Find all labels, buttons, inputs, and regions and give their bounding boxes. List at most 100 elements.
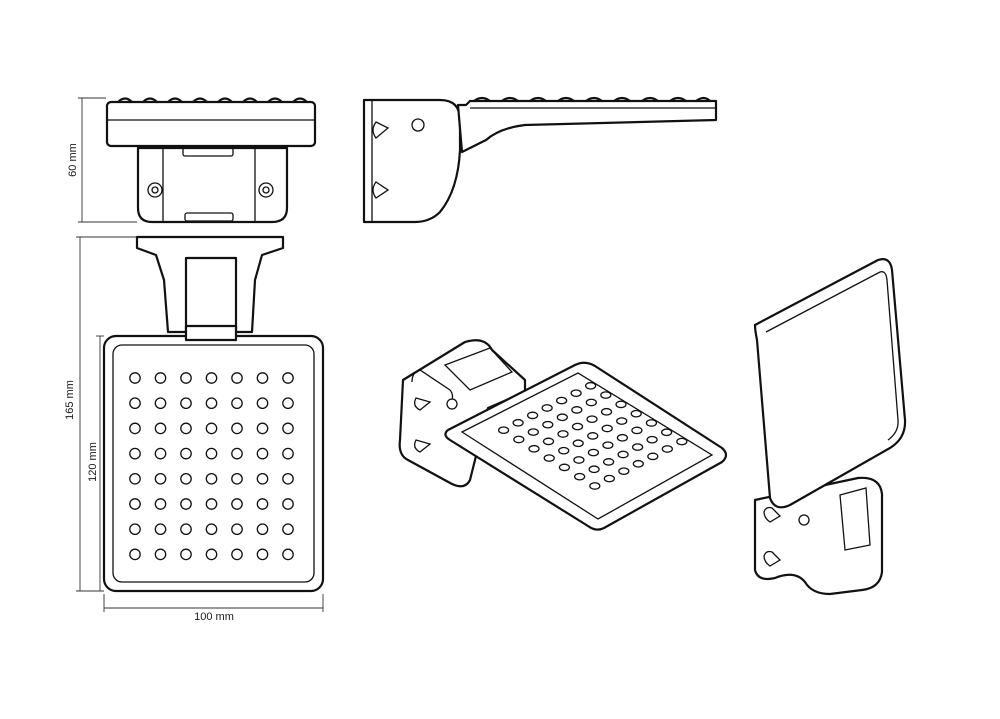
dim-label-165mm: 165 mm — [64, 380, 76, 420]
iso-drain-hole — [618, 467, 630, 476]
drain-hole — [282, 523, 294, 536]
iso-drain-hole — [557, 430, 569, 438]
drain-hole — [154, 422, 167, 435]
drain-hole — [154, 472, 167, 485]
drain-hole — [256, 372, 269, 384]
front-elevation-view — [105, 97, 317, 224]
iso-drain-hole — [541, 404, 553, 412]
iso-drain-hole — [513, 435, 525, 444]
iso-drain-hole — [585, 398, 597, 407]
tray-edge-bumps — [116, 97, 309, 104]
drain-hole — [154, 397, 167, 410]
iso-drain-hole — [616, 417, 628, 425]
drain-hole — [154, 372, 167, 384]
iso-drain-hole — [527, 428, 539, 436]
dim-label-120mm: 120 mm — [87, 442, 99, 482]
drain-hole — [154, 498, 167, 510]
iso-drain-hole — [555, 396, 568, 405]
drain-hole — [180, 422, 192, 435]
drain-hole — [205, 372, 218, 384]
drain-hole — [129, 422, 141, 435]
iso-drain-hole-grid — [497, 381, 688, 490]
drain-hole — [205, 548, 218, 561]
drain-hole — [256, 523, 269, 536]
iso-drain-hole — [632, 459, 644, 468]
drain-hole — [205, 498, 218, 510]
drain-hole — [129, 523, 141, 536]
iso-drain-hole — [528, 444, 540, 453]
drain-hole — [180, 372, 192, 384]
drain-hole — [129, 548, 141, 561]
drain-hole — [231, 397, 243, 410]
iso-drain-hole — [631, 426, 643, 435]
drain-hole — [231, 422, 243, 435]
drain-hole — [180, 397, 192, 410]
drain-hole — [282, 472, 294, 485]
drain-hole — [282, 498, 294, 510]
iso-drain-hole — [615, 400, 627, 409]
drain-hole — [282, 397, 294, 410]
iso-drain-hole — [602, 441, 614, 450]
iso-drain-hole — [600, 391, 612, 399]
drain-hole — [180, 548, 192, 561]
plan-view — [102, 235, 325, 593]
drain-hole — [129, 498, 141, 510]
iso-drain-hole — [573, 472, 586, 481]
drain-hole — [231, 472, 243, 485]
drain-hole — [256, 548, 269, 561]
iso-drain-hole — [587, 432, 599, 440]
drain-hole — [180, 472, 192, 485]
drain-hole — [256, 447, 269, 460]
iso-drain-hole — [660, 428, 673, 437]
iso-drain-hole — [573, 456, 585, 464]
iso-drain-hole — [497, 426, 510, 435]
iso-drain-hole — [526, 411, 539, 420]
drain-hole — [180, 523, 192, 536]
drain-hole — [282, 447, 294, 460]
drain-hole — [154, 548, 167, 561]
drain-hole — [129, 447, 141, 460]
drain-hole — [180, 447, 192, 460]
iso-drain-hole — [676, 437, 688, 446]
drain-hole — [282, 548, 294, 561]
iso-drain-hole — [602, 458, 615, 466]
iso-drain-hole — [570, 389, 582, 398]
drain-hole — [256, 397, 269, 410]
iso-drain-hole — [617, 450, 629, 459]
iso-drain-hole — [630, 409, 642, 418]
drain-hole — [205, 422, 218, 435]
iso-drain-hole — [542, 420, 554, 429]
iso-drain-hole — [512, 418, 524, 427]
iso-drain-hole — [558, 463, 571, 472]
iso-drain-hole — [558, 446, 570, 455]
iso-drain-hole — [646, 435, 658, 444]
iso-drain-hole — [647, 452, 659, 461]
drain-hole — [205, 523, 218, 536]
drain-hole — [129, 372, 141, 384]
drain-hole — [205, 397, 218, 410]
drain-hole — [154, 447, 167, 460]
iso-drain-hole — [543, 454, 555, 462]
drain-hole — [154, 523, 167, 536]
dim-label-100mm: 100 mm — [194, 611, 234, 623]
iso-view-open — [398, 339, 728, 531]
iso-drain-hole — [600, 407, 613, 416]
iso-drain-hole — [556, 413, 568, 422]
drain-hole — [231, 548, 243, 561]
iso-drain-hole — [616, 433, 629, 442]
dimension-lines — [76, 97, 324, 612]
iso-drain-hole — [584, 381, 597, 390]
drain-hole — [231, 523, 243, 536]
drain-hole — [282, 372, 294, 384]
dim-label-60mm: 60 mm — [67, 143, 79, 177]
drain-hole — [231, 447, 243, 460]
iso-view-folded — [753, 258, 907, 596]
drain-hole — [129, 397, 141, 410]
iso-drain-hole — [586, 415, 598, 424]
iso-drain-hole — [588, 465, 600, 474]
iso-drain-hole — [571, 406, 583, 414]
drain-hole — [256, 498, 269, 510]
iso-drain-hole — [542, 437, 555, 446]
iso-drain-hole — [589, 482, 601, 490]
drain-hole — [129, 472, 141, 485]
